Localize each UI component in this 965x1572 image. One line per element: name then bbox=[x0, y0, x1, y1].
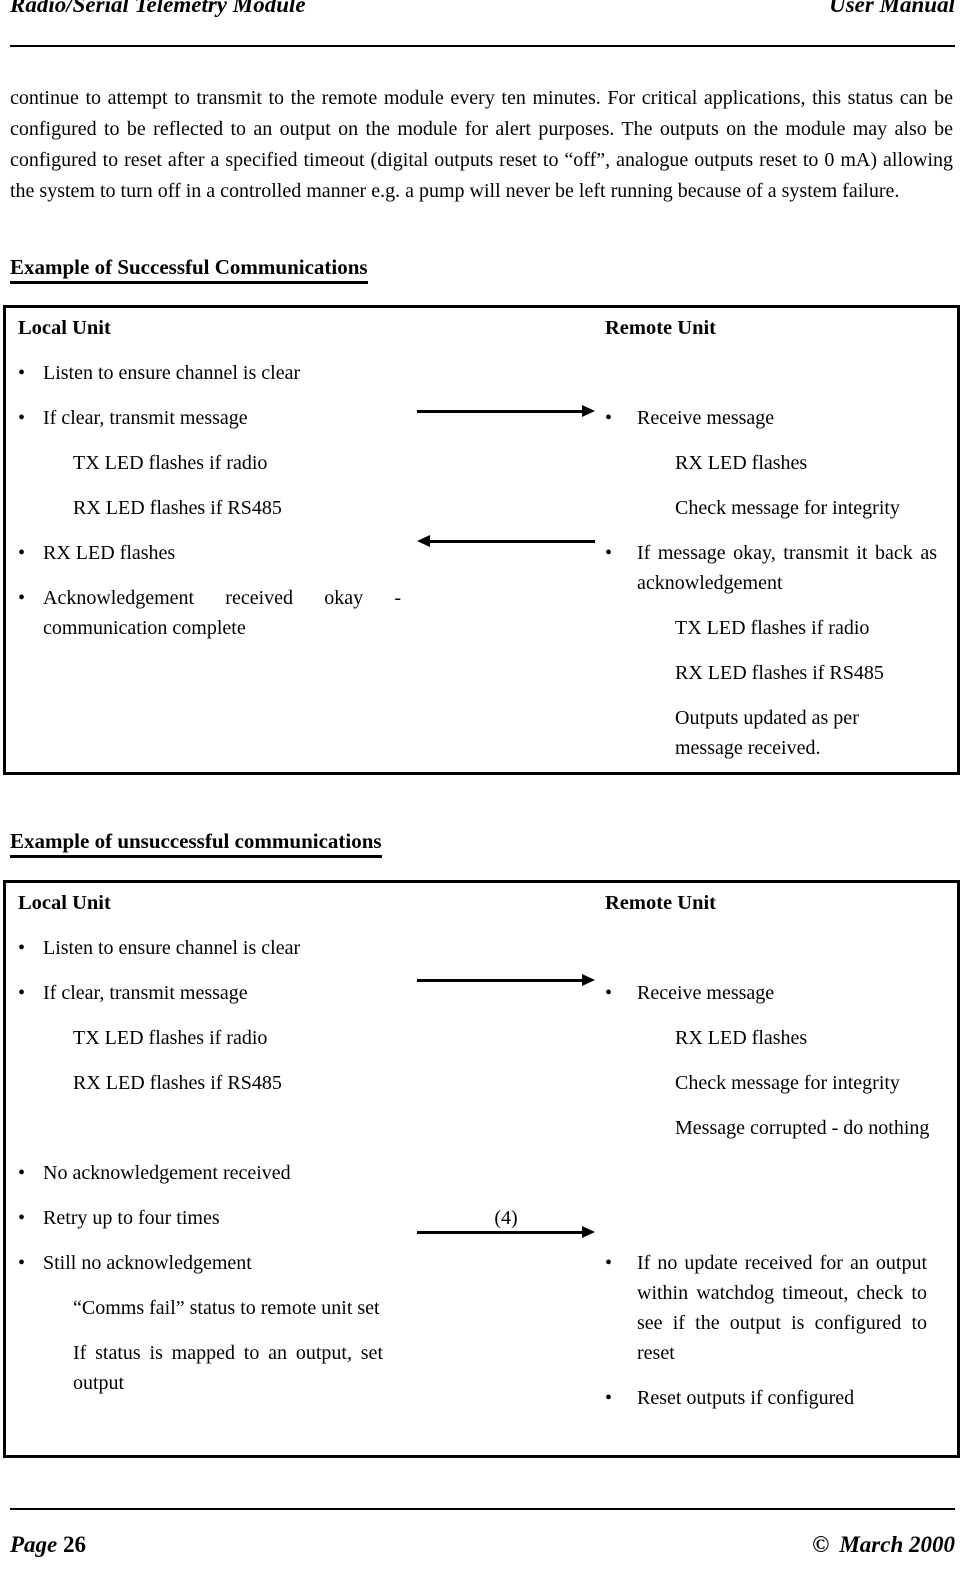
remote-unit-header: Remote Unit bbox=[605, 892, 717, 914]
local-comms-fail-item: “Comms fail” status to remote unit set bbox=[73, 1297, 380, 1319]
bullet-icon: • bbox=[605, 1252, 613, 1274]
remote-corrupted-item: Message corrupted - do nothing bbox=[675, 1117, 930, 1139]
table-row: •Still no acknowledgement “Comms fail” s… bbox=[6, 1248, 957, 1413]
local-tx-led-item: TX LED flashes if radio bbox=[73, 1027, 268, 1049]
remote-unit-header: Remote Unit bbox=[605, 317, 717, 339]
remote-reset-item: •Reset outputs if configured bbox=[605, 1383, 945, 1413]
bullet-icon: • bbox=[18, 587, 26, 609]
table-row: •RX LED flashes •Acknowledgement receive… bbox=[6, 538, 957, 763]
local-tx-led-item: TX LED flashes if radio bbox=[73, 452, 268, 474]
table-row: Local Unit Remote Unit bbox=[6, 888, 957, 918]
arrow-right-icon bbox=[417, 406, 595, 416]
remote-tx-led-item: TX LED flashes if radio bbox=[675, 617, 870, 639]
successful-section-heading: Example of Successful Communications bbox=[10, 254, 368, 284]
local-still-no-ack-item: •Still no acknowledgement bbox=[18, 1248, 401, 1278]
retry-arrow-right-icon: (4) bbox=[417, 1205, 595, 1237]
remote-rx-led-item: RX LED flashes bbox=[675, 1027, 808, 1049]
local-ack-item: •Acknowledgement received okay - communi… bbox=[18, 583, 401, 643]
header-doc-type: User Manual bbox=[829, 0, 955, 17]
footer-rule bbox=[10, 1508, 955, 1510]
table-row: •Listen to ensure channel is clear bbox=[6, 358, 957, 388]
remote-if-okay-item: •If message okay, transmit it back as ac… bbox=[605, 538, 945, 598]
table-row: Local Unit Remote Unit bbox=[6, 313, 957, 343]
bullet-icon: • bbox=[605, 542, 613, 564]
page-header: Radio/Serial Telemetry Module User Manua… bbox=[10, 0, 955, 19]
table-row: RX LED flashes if RS485 Check message fo… bbox=[6, 493, 957, 523]
bullet-icon: • bbox=[18, 982, 26, 1004]
table-row: RX LED flashes if RS485 Check message fo… bbox=[6, 1068, 957, 1098]
retry-count-label: (4) bbox=[494, 1207, 518, 1229]
local-rx-led-item: •RX LED flashes bbox=[18, 538, 401, 568]
copyright: ©March 2000 bbox=[812, 1532, 955, 1557]
intro-paragraph: continue to attempt to transmit to the r… bbox=[10, 87, 953, 202]
remote-check-item: Check message for integrity bbox=[675, 497, 900, 519]
local-transmit-item: •If clear, transmit message bbox=[18, 978, 401, 1008]
bullet-icon: • bbox=[18, 1162, 26, 1184]
table-row: •Retry up to four times bbox=[6, 1203, 957, 1233]
local-listen-item: •Listen to ensure channel is clear bbox=[18, 933, 401, 963]
remote-rx-led-485-item: RX LED flashes if RS485 bbox=[675, 662, 884, 684]
table-row: Message corrupted - do nothing bbox=[6, 1113, 957, 1143]
successful-comms-table: Local Unit Remote Unit •Listen to ensure… bbox=[3, 305, 960, 775]
remote-receive-item: •Receive message bbox=[605, 978, 945, 1008]
arrow-left-icon bbox=[417, 536, 595, 546]
local-rx-led-485-item: RX LED flashes if RS485 bbox=[73, 1072, 282, 1094]
remote-receive-item: •Receive message bbox=[605, 403, 945, 433]
table-row: •Listen to ensure channel is clear bbox=[6, 933, 957, 963]
remote-outputs-item: Outputs updated as per message received. bbox=[675, 707, 859, 759]
local-if-status-item: If status is mapped to an output, set ou… bbox=[73, 1342, 383, 1394]
bullet-icon: • bbox=[18, 1252, 26, 1274]
bullet-icon: • bbox=[18, 407, 26, 429]
local-transmit-item: •If clear, transmit message bbox=[18, 403, 401, 433]
unsuccessful-comms-table: Local Unit Remote Unit •Listen to ensure… bbox=[3, 880, 960, 1458]
table-row: •If clear, transmit message •Receive mes… bbox=[6, 978, 957, 1008]
local-unit-header: Local Unit bbox=[18, 892, 111, 914]
remote-rx-led-item: RX LED flashes bbox=[675, 452, 808, 474]
local-no-ack-item: •No acknowledgement received bbox=[18, 1158, 401, 1188]
table-row: •No acknowledgement received bbox=[6, 1158, 957, 1188]
local-rx-led-485-item: RX LED flashes if RS485 bbox=[73, 497, 282, 519]
table-row: TX LED flashes if radio RX LED flashes bbox=[6, 1023, 957, 1053]
remote-if-no-update-item: •If no update received for an output wit… bbox=[605, 1248, 945, 1368]
bullet-icon: • bbox=[18, 362, 26, 384]
remote-check-item: Check message for integrity bbox=[675, 1072, 900, 1094]
arrow-right-icon bbox=[417, 975, 595, 985]
page-number: Page 26 bbox=[10, 1532, 87, 1557]
local-retry-item: •Retry up to four times bbox=[18, 1203, 401, 1233]
table-row: TX LED flashes if radio RX LED flashes bbox=[6, 448, 957, 478]
local-listen-item: •Listen to ensure channel is clear bbox=[18, 358, 401, 388]
unsuccessful-section-heading: Example of unsuccessful communications bbox=[10, 828, 382, 858]
bullet-icon: • bbox=[605, 982, 613, 1004]
bullet-icon: • bbox=[18, 1207, 26, 1229]
local-unit-header: Local Unit bbox=[18, 317, 111, 339]
bullet-icon: • bbox=[18, 937, 26, 959]
bullet-icon: • bbox=[605, 1387, 613, 1409]
header-title: Radio/Serial Telemetry Module bbox=[10, 0, 306, 17]
table-row: •If clear, transmit message •Receive mes… bbox=[6, 403, 957, 433]
bullet-icon: • bbox=[18, 542, 26, 564]
bullet-icon: • bbox=[605, 407, 613, 429]
page-footer: Page 26 ©March 2000 bbox=[10, 1530, 955, 1560]
header-rule bbox=[10, 45, 955, 47]
